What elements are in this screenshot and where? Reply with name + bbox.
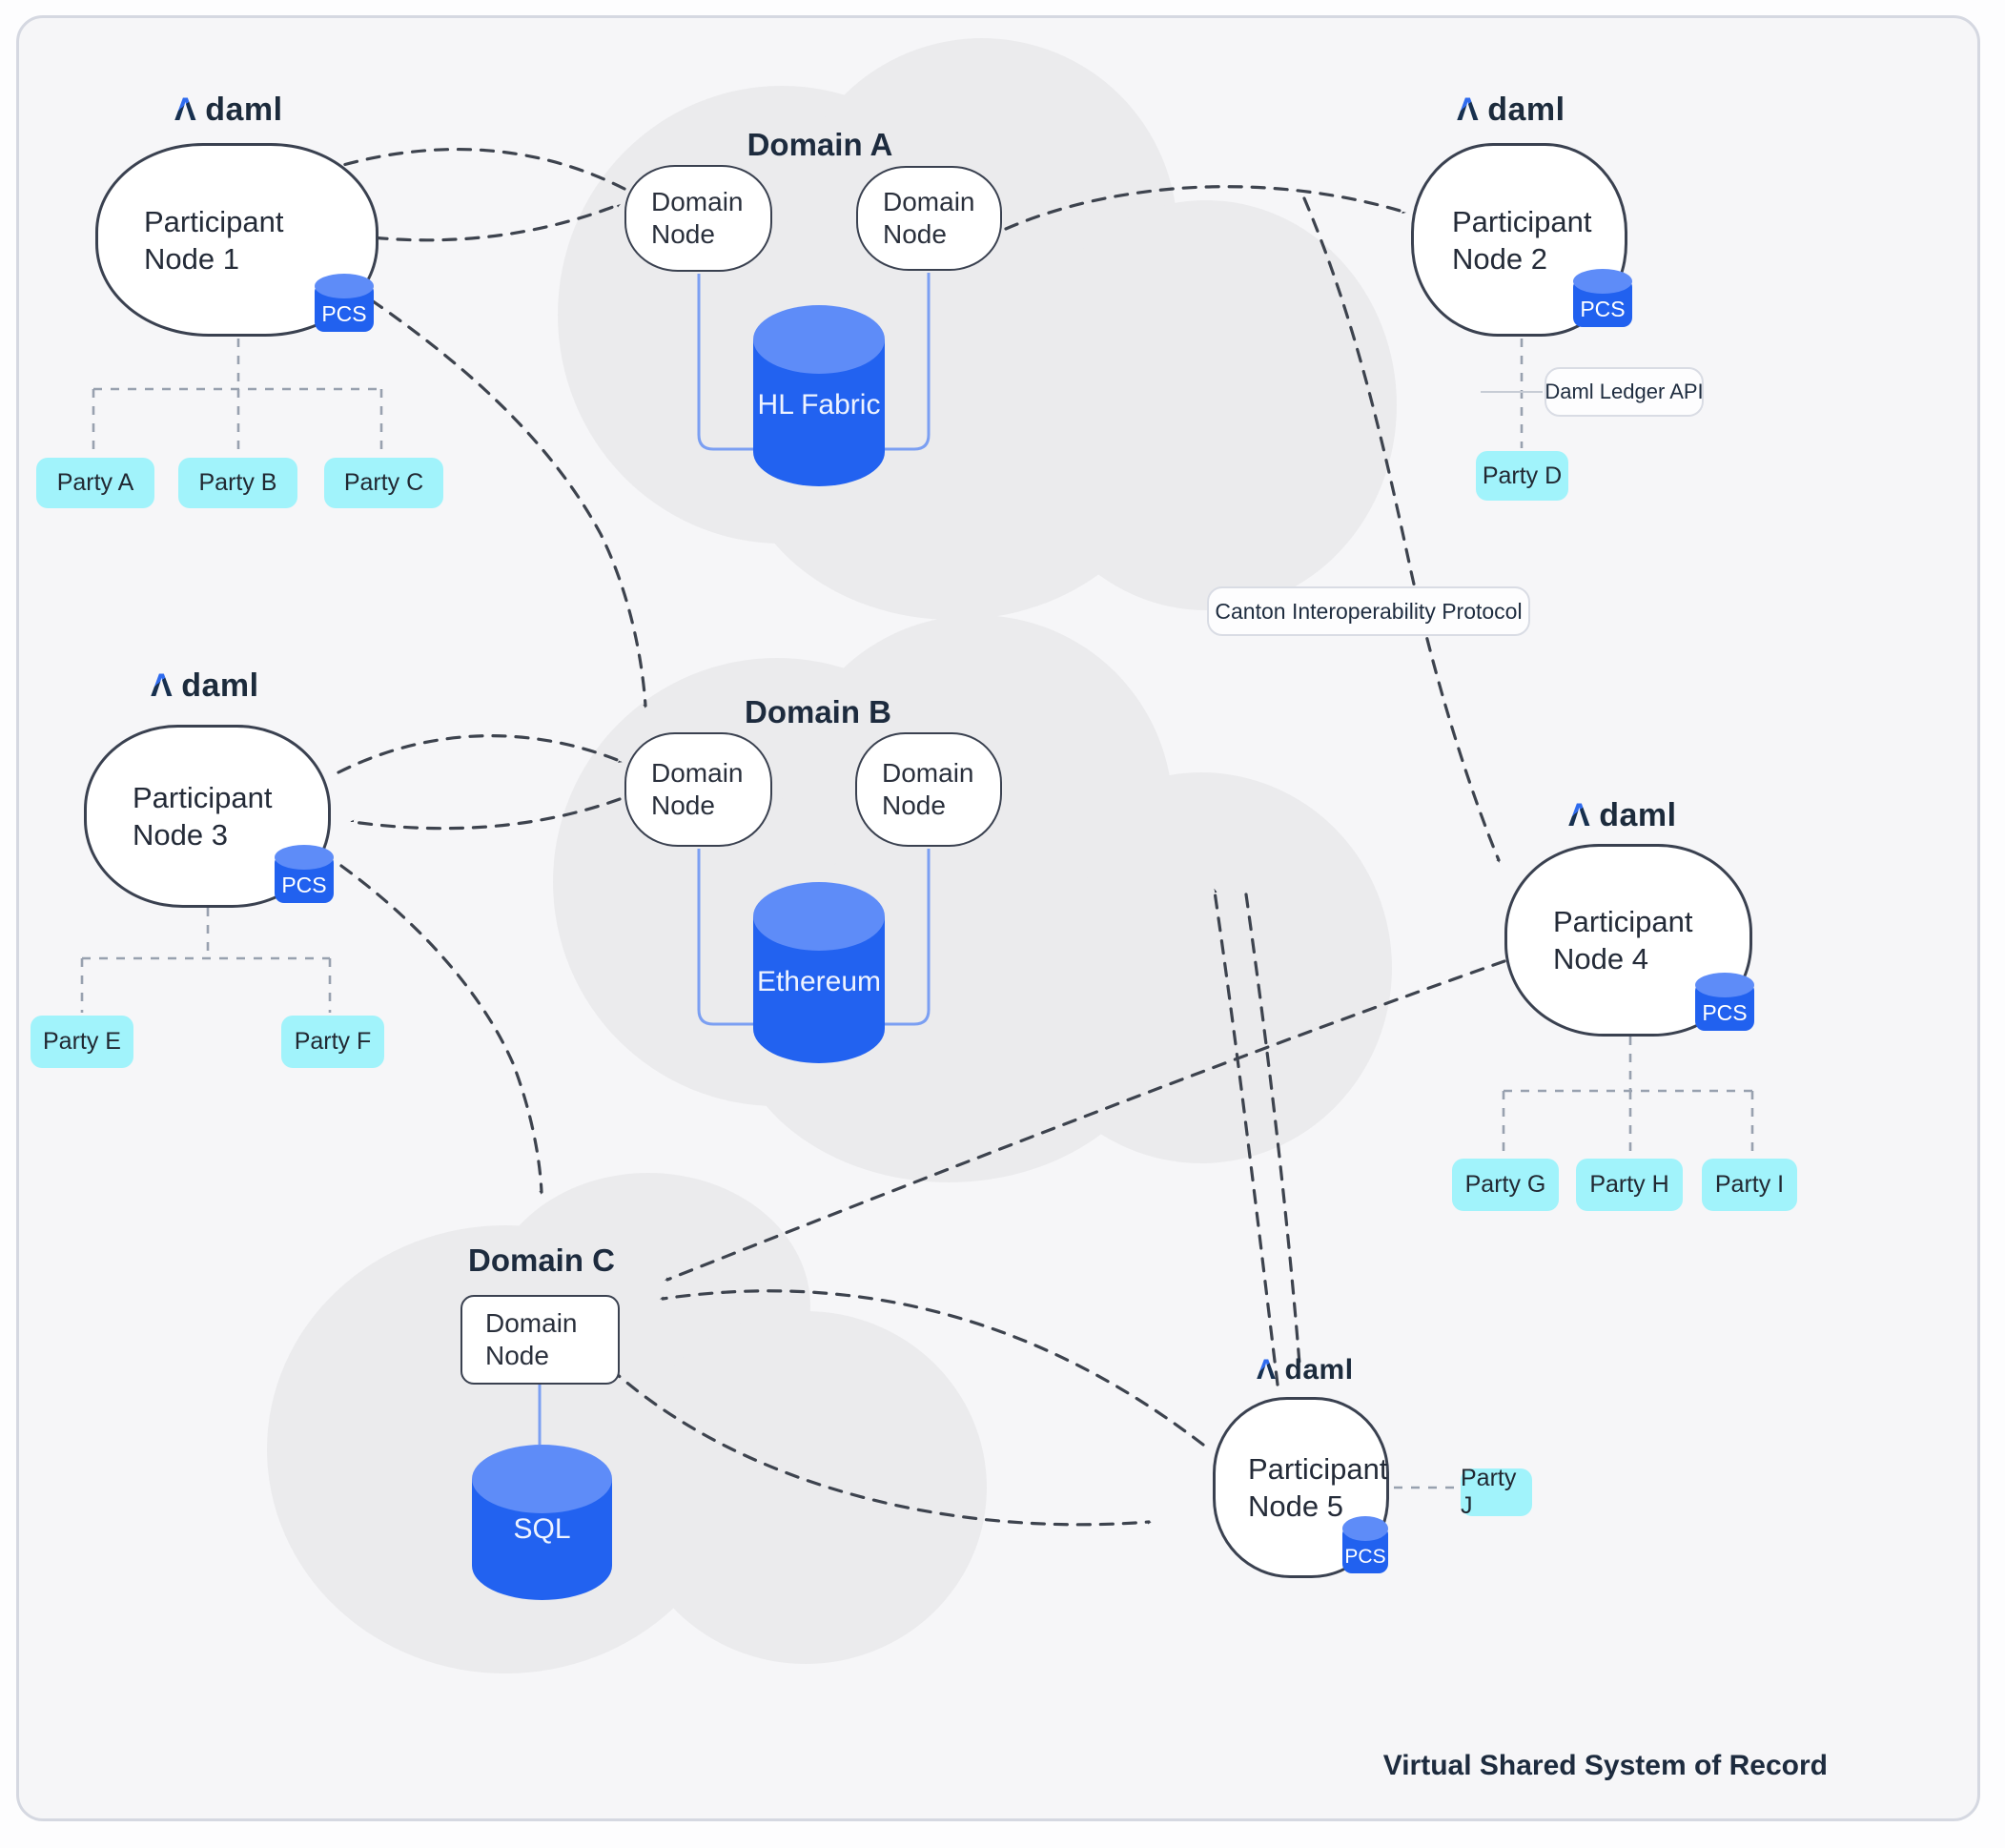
domain-a-node-2: Domain Node (856, 166, 1002, 271)
domain-a-title: Domain A (747, 127, 893, 162)
ledger-connectors (538, 273, 931, 1445)
arrow-node5-to-domain-c (663, 1291, 1205, 1447)
party-h-chip: Party H (1576, 1159, 1683, 1211)
daml-logo-text: daml (1284, 1354, 1354, 1386)
party-g-chip: Party G (1452, 1159, 1559, 1211)
arrow-domain-a-to-node1 (307, 147, 626, 191)
party-j-chip: Party J (1461, 1465, 1532, 1519)
arrow-node1-to-domain-a (305, 205, 618, 242)
arrow-domain-c-to-node5 (608, 1366, 1149, 1525)
daml-logo: Λ daml (1457, 92, 1565, 129)
daml-ledger-api-label: Daml Ledger API (1545, 367, 1704, 417)
daml-logo: Λ daml (151, 667, 259, 705)
arrow-node3-to-domain-b (337, 734, 620, 774)
party-e-chip: Party E (31, 1016, 133, 1068)
domain-b-node-1: Domain Node (624, 732, 772, 847)
pcs-badge: PCS (1342, 1516, 1388, 1573)
daml-logo-text: daml (1599, 797, 1677, 833)
party-i-chip: Party I (1702, 1159, 1797, 1211)
daml-logo: Λ daml (1568, 797, 1677, 834)
daml-logo: Λ daml (1257, 1354, 1354, 1386)
arrow-domain-b-to-node3 (353, 797, 622, 831)
arrow-node3-to-domain-c (339, 864, 542, 1192)
daml-lambda-icon: Λ (151, 667, 174, 704)
participant-node-1: Participant Node 1 (95, 143, 378, 337)
daml-logo: Λ daml (174, 92, 283, 129)
sql-label: SQL (513, 1513, 571, 1545)
party-a-chip: Party A (36, 458, 154, 508)
pcs-badge: PCS (1695, 973, 1754, 1031)
cloud-domain-a (558, 38, 1397, 620)
arrow-node1-to-domain-b (313, 260, 645, 706)
ethereum-label: Ethereum (756, 966, 882, 997)
daml-lambda-icon: Λ (174, 92, 197, 128)
domain-a-node-1: Domain Node (624, 165, 772, 272)
participant-node-4-label: Participant Node 4 (1553, 905, 1693, 975)
daml-lambda-icon: Λ (1257, 1354, 1277, 1386)
daml-lambda-icon: Λ (1457, 92, 1480, 128)
domain-b-title: Domain B (744, 694, 891, 729)
daml-logo-text: daml (205, 92, 283, 128)
arrow-canton-to-node4 (1302, 196, 1499, 860)
party-connectors (80, 339, 1754, 1489)
sql-database-icon: SQL (472, 1445, 612, 1600)
arrow-domain-b-to-node5 (1244, 893, 1299, 1364)
participant-node-5-label: Participant Node 5 (1248, 1452, 1388, 1523)
pcs-badge: PCS (1573, 269, 1632, 327)
domain-c-node-1: Domain Node (460, 1295, 620, 1385)
party-c-chip: Party C (324, 458, 443, 508)
party-f-chip: Party F (281, 1016, 384, 1068)
hl-fabric-database-icon: HL Fabric (753, 305, 885, 486)
diagram-title: Virtual Shared System of Record (1382, 1750, 1828, 1781)
ethereum-database-icon: Ethereum (753, 882, 885, 1063)
arrow-domain-a-to-node2 (1004, 185, 1403, 231)
arrow-node4-to-domain-c (667, 959, 1506, 1280)
pcs-badge: PCS (275, 845, 334, 903)
domain-c-title: Domain C (467, 1242, 615, 1278)
domain-b-node-2: Domain Node (855, 732, 1002, 847)
party-d-chip: Party D (1476, 451, 1568, 501)
cloud-domain-b (553, 615, 1392, 1182)
daml-logo-text: daml (1487, 92, 1565, 128)
arrow-node5-to-domain-b (1215, 892, 1279, 1386)
pcs-badge: PCS (315, 274, 374, 332)
participant-node-1-label: Participant Node 1 (144, 204, 284, 276)
daml-lambda-icon: Λ (1568, 797, 1591, 833)
daml-logo-text: daml (181, 667, 259, 704)
participant-node-3-label: Participant Node 3 (133, 781, 273, 852)
protocol-arrows (305, 147, 1506, 1525)
participant-node-2-label: Participant Node 2 (1452, 204, 1592, 276)
hl-fabric-label: HL Fabric (757, 389, 881, 421)
party-b-chip: Party B (178, 458, 297, 508)
canton-interoperability-protocol-label: Canton Interoperability Protocol (1207, 586, 1530, 636)
